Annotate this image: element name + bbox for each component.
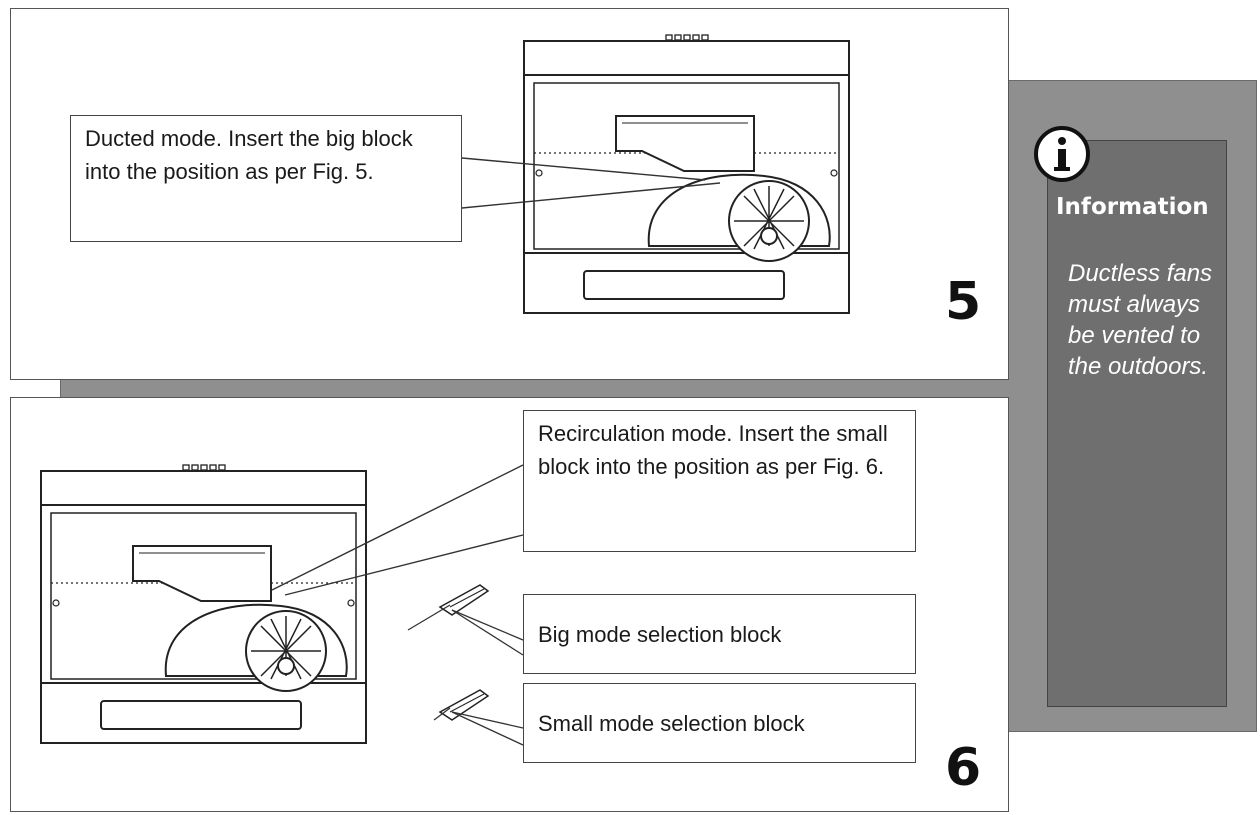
small-block-callout: Small mode selection block [523,683,916,763]
recirculation-mode-callout: Recirculation mode. Insert the small blo… [523,410,916,552]
big-block-callout: Big mode selection block [523,594,916,674]
ducted-mode-callout: Ducted mode. Insert the big block into t… [70,115,462,242]
information-text: Ductless fans must always be vented to t… [1068,260,1213,380]
figure-number-6: 6 [945,738,982,798]
information-sidebar [1047,140,1227,707]
info-icon [1034,126,1090,182]
figure-number-5: 5 [945,272,982,332]
information-title: Information [1056,194,1209,220]
